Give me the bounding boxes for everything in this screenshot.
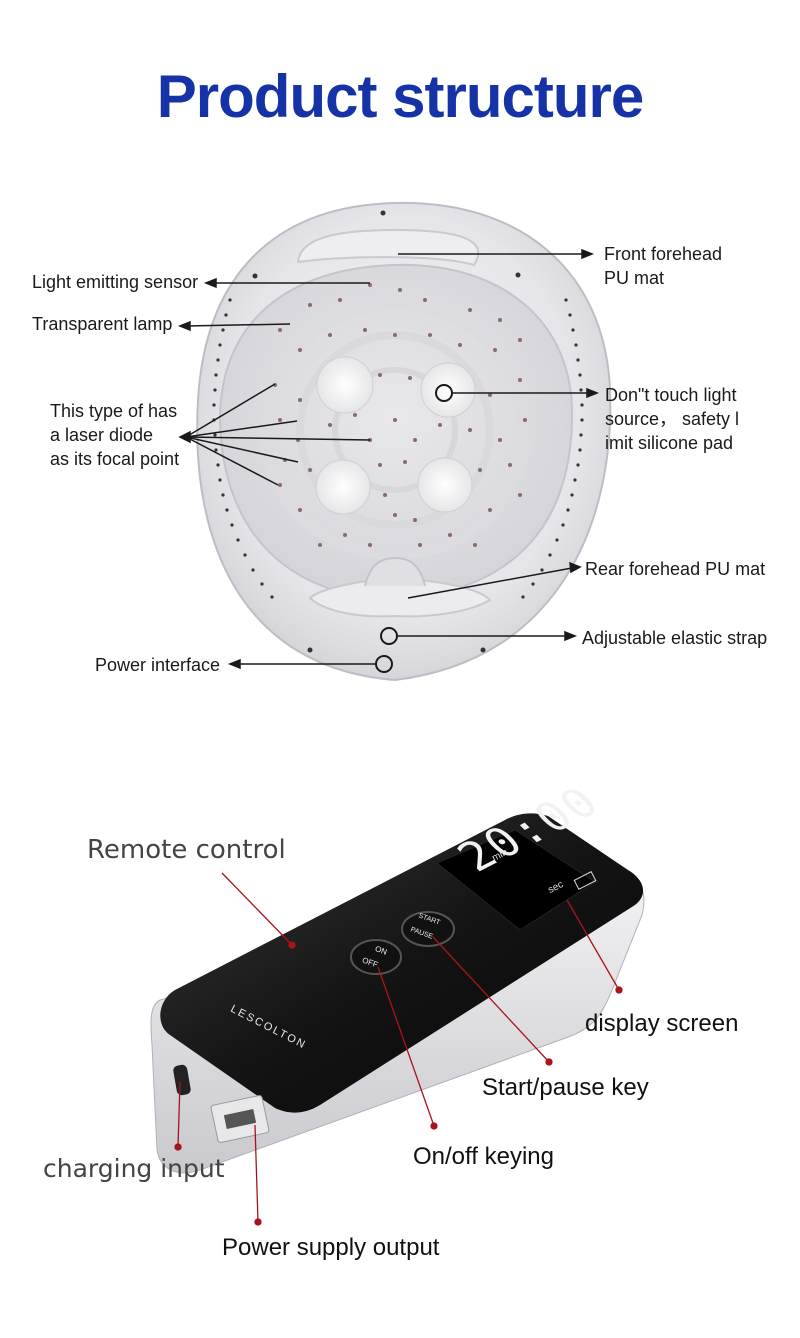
label-dont-touch-line1: Don"t touch light: [605, 383, 736, 407]
label-dont-touch-line2: source， safety l: [605, 407, 739, 431]
screen-sec-label: sec: [546, 879, 565, 896]
on-label: ON: [374, 944, 388, 957]
label-elastic-strap: Adjustable elastic strap: [582, 626, 767, 650]
label-power-interface: Power interface: [95, 653, 220, 677]
charging-port: [173, 1064, 192, 1096]
start-label: START: [417, 912, 440, 926]
label-laser-diode-line2: a laser diode: [50, 423, 153, 447]
label-front-pu-mat-line2: PU mat: [604, 266, 664, 290]
label-laser-diode-line3: as its focal point: [50, 447, 179, 471]
usb-output-port: [211, 1095, 270, 1143]
pause-label: PAUSE: [410, 926, 434, 941]
helmet-inner: [220, 265, 572, 600]
screen-time: 20:00: [447, 778, 612, 881]
label-start-pause-key: Start/pause key: [482, 1074, 649, 1102]
label-front-pu-mat-line1: Front forehead: [604, 242, 722, 266]
battery-icon: [574, 871, 597, 890]
label-laser-diode-line1: This type of has: [50, 399, 177, 423]
label-transparent-lamp: Transparent lamp: [32, 312, 172, 336]
remote-leader-lines: [175, 873, 622, 1225]
label-rear-pu-mat: Rear forehead PU mat: [585, 557, 765, 581]
label-on-off-keying: On/off keying: [413, 1143, 554, 1171]
screen-readout: 20:00: [447, 778, 612, 881]
label-charging-input: charging input: [43, 1154, 225, 1183]
label-remote-control: Remote control: [87, 835, 286, 865]
brand-logo: LESCOLTON: [229, 1003, 309, 1052]
label-dont-touch-line3: imit silicone pad: [605, 431, 733, 455]
label-display-screen: display screen: [585, 1010, 738, 1038]
label-power-supply-output: Power supply output: [222, 1234, 439, 1262]
off-label: OFF: [361, 956, 379, 970]
label-light-emitting-sensor: Light emitting sensor: [32, 270, 198, 294]
remote-body-side: [151, 878, 644, 1173]
